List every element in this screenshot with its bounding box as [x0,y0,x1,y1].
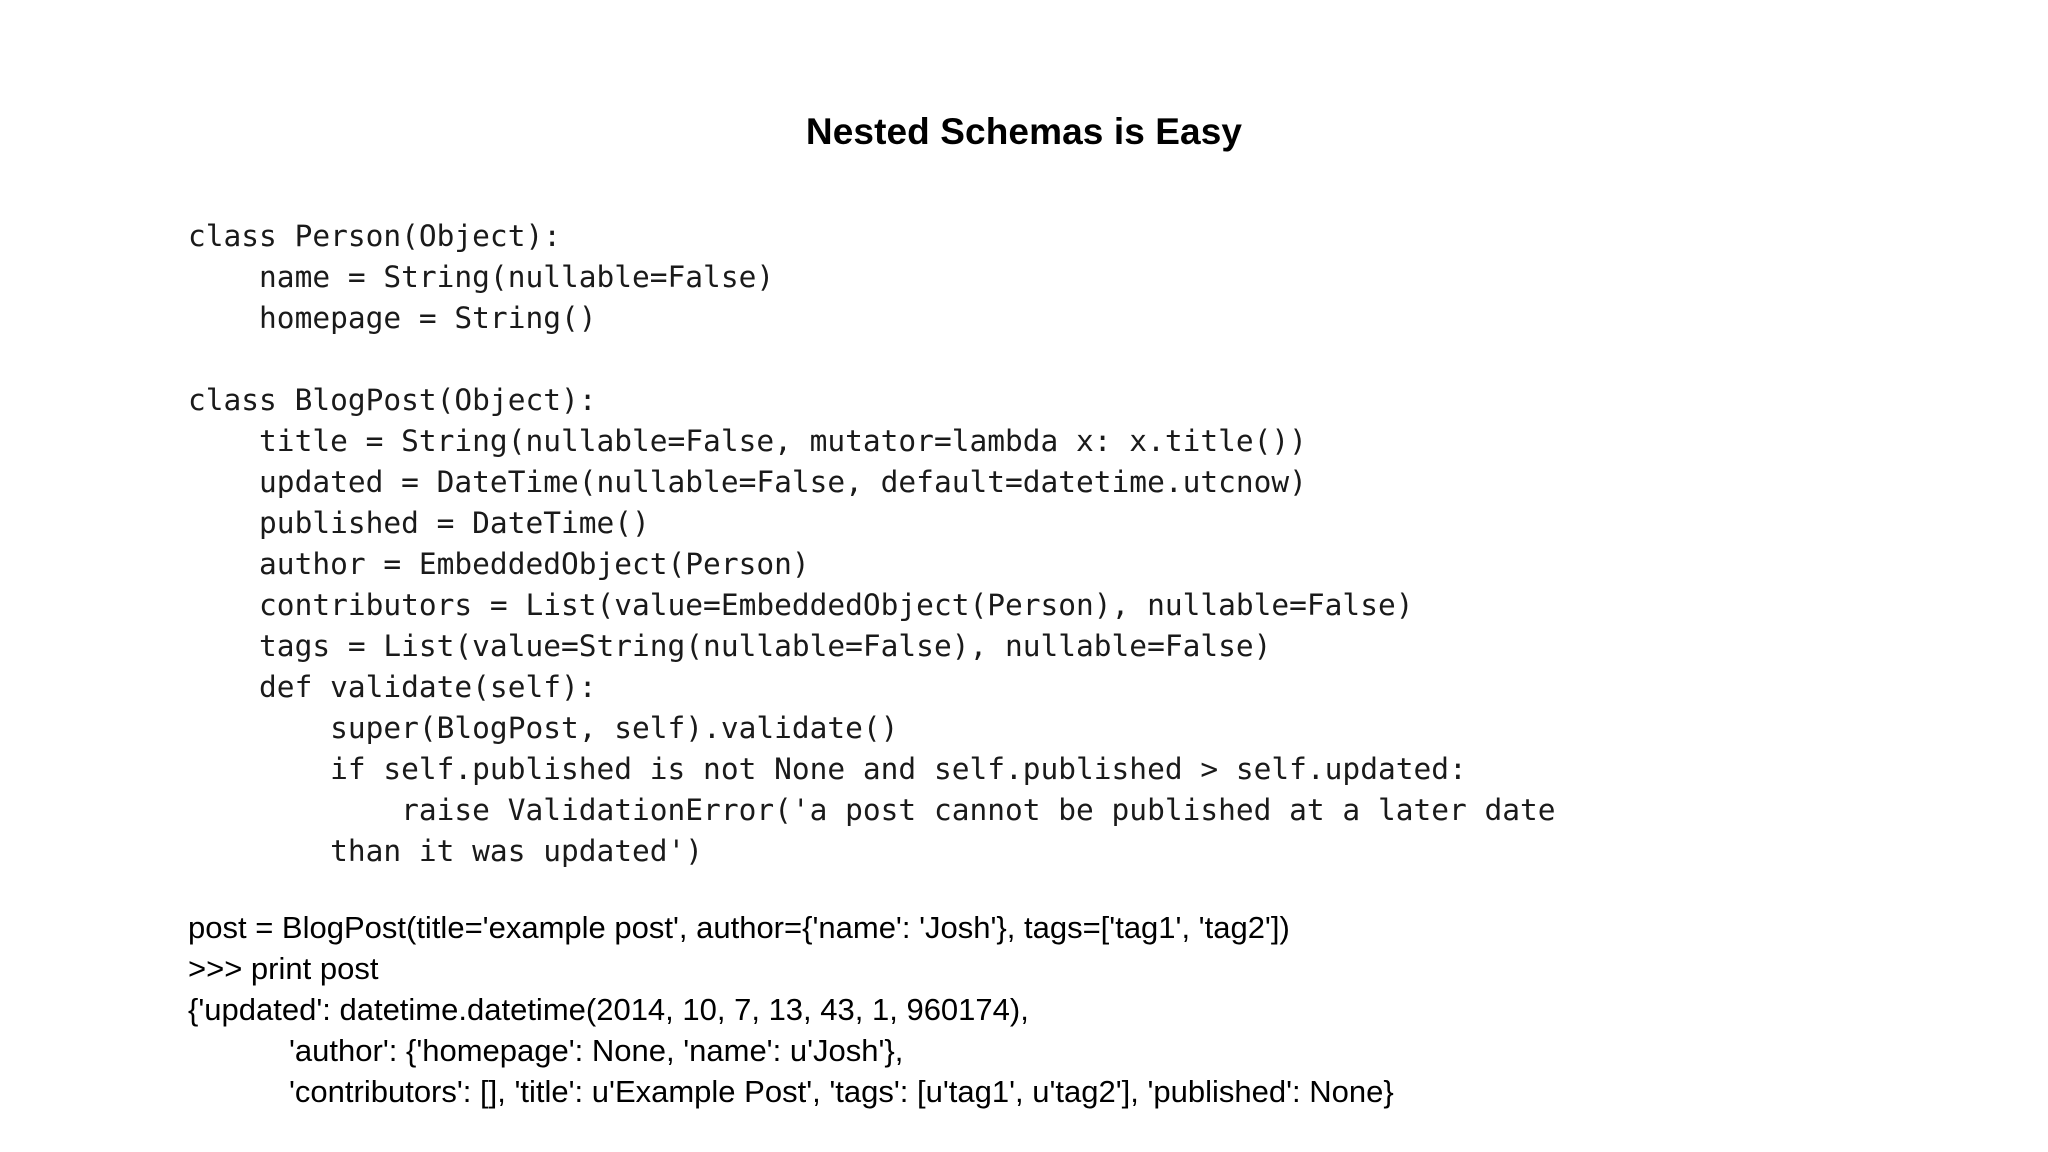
code-line: if self.published is not None and self.p… [188,751,1467,786]
code-line: than it was updated') [188,833,704,868]
code-line: name = String(nullable=False) [188,259,775,294]
repl-output-block: post = BlogPost(title='example post', au… [188,907,1394,1112]
code-line: title = String(nullable=False, mutator=l… [188,423,1307,458]
code-line: tags = List(value=String(nullable=False)… [188,628,1272,663]
code-content: class Person(Object): name = String(null… [188,216,1556,872]
code-line: published = DateTime() [188,505,650,540]
code-line: class BlogPost(Object): [188,382,597,417]
repl-line: {'updated': datetime.datetime(2014, 10, … [188,992,1029,1027]
repl-line: post = BlogPost(title='example post', au… [188,910,1290,945]
code-line-blank [188,339,1556,380]
code-line: raise ValidationError('a post cannot be … [188,792,1556,827]
code-line: homepage = String() [188,300,597,335]
code-line: updated = DateTime(nullable=False, defau… [188,464,1307,499]
repl-line: 'author': {'homepage': None, 'name': u'J… [289,1033,904,1068]
code-line: author = EmbeddedObject(Person) [188,546,810,581]
page-title: Nested Schemas is Easy [805,110,1243,152]
repl-line-prompt: >>> print post [188,951,379,986]
repl-line: 'contributors': [], 'title': u'Example P… [289,1074,1394,1109]
code-block: class Person(Object): name = String(null… [188,216,1556,872]
code-line: def validate(self): [188,669,597,704]
code-line: class Person(Object): [188,218,561,253]
code-line: super(BlogPost, self).validate() [188,710,899,745]
code-line: contributors = List(value=EmbeddedObject… [188,587,1414,622]
